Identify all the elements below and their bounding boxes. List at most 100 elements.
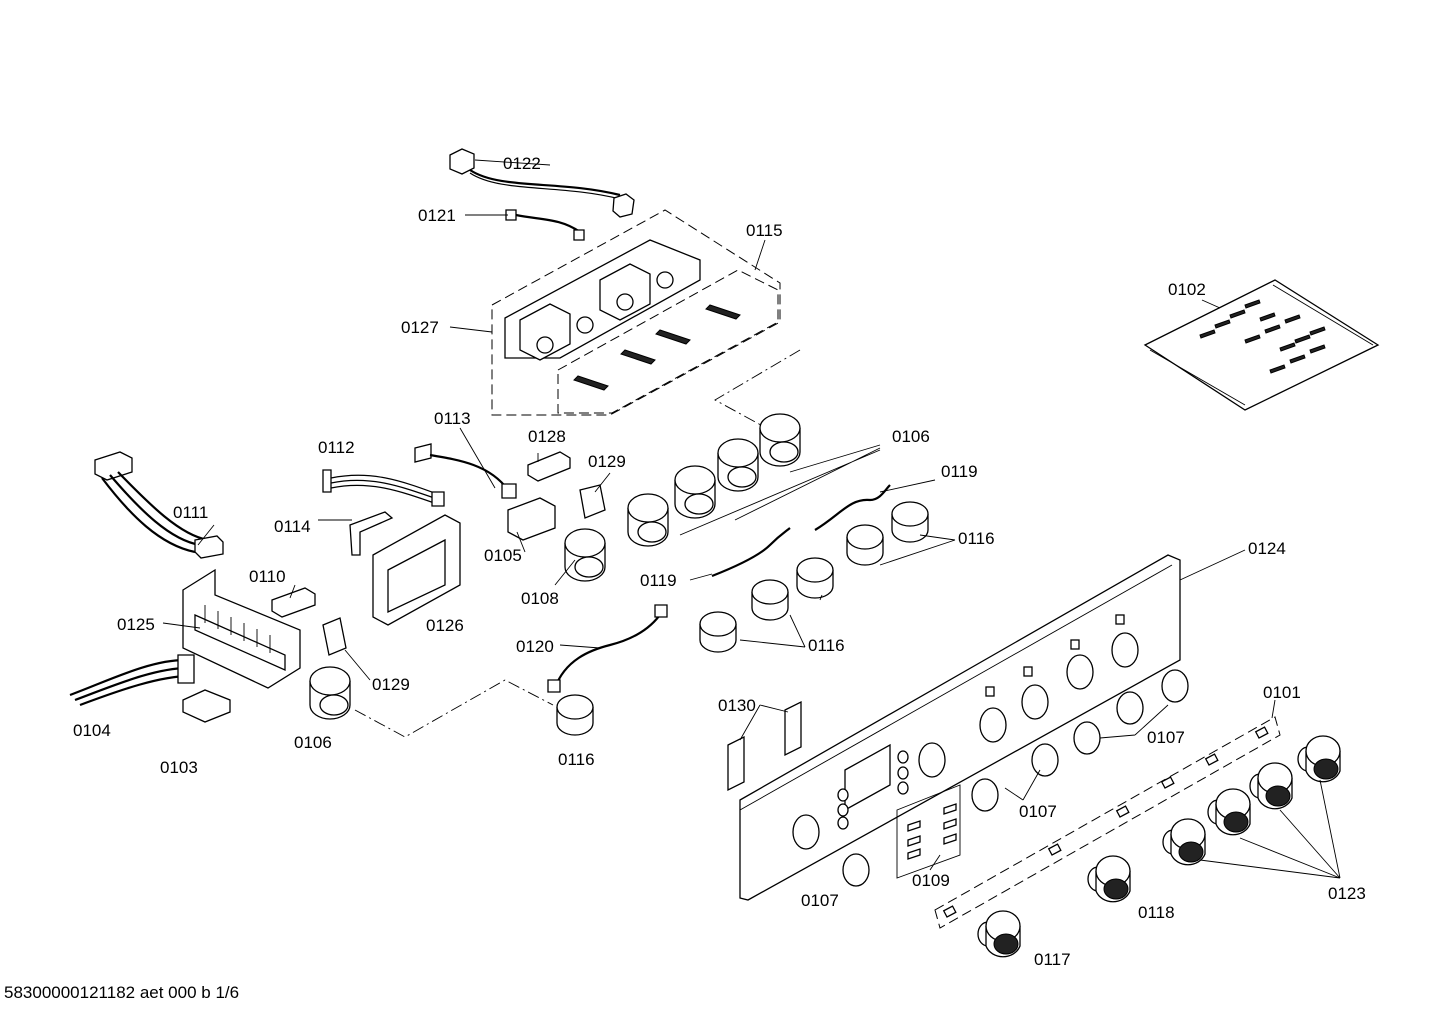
label-0117: 0117 <box>1034 950 1071 969</box>
cable-0119-top <box>814 484 891 531</box>
screw <box>907 820 921 832</box>
label-0116-mid: 0116 <box>808 636 845 655</box>
label-0108: 0108 <box>521 589 559 608</box>
label-0110: 0110 <box>249 567 286 586</box>
screw <box>907 848 921 860</box>
holder-rim <box>564 528 606 558</box>
label-0105: 0105 <box>484 546 522 565</box>
strip-slot <box>1115 805 1130 818</box>
panel-hole <box>1066 654 1094 690</box>
knob-grip <box>1223 811 1249 833</box>
bag-screw <box>1289 354 1306 364</box>
holder-opening <box>769 441 799 463</box>
screw-set-0109 <box>896 784 961 879</box>
clip-0128 <box>527 451 571 482</box>
strip-slot <box>1204 753 1219 766</box>
bag-screw <box>1199 329 1216 339</box>
cable-0121 <box>505 209 585 241</box>
label-0107-left: 0107 <box>801 891 839 910</box>
bag-screw <box>1264 324 1281 334</box>
label-0122: 0122 <box>503 154 541 173</box>
label-0101: 0101 <box>1263 683 1301 702</box>
label-0104: 0104 <box>73 721 111 740</box>
strip-slot <box>942 905 957 918</box>
button-hole <box>897 750 909 764</box>
label-0107-right: 0107 <box>1147 728 1185 747</box>
label-0127: 0127 <box>401 318 439 337</box>
control-panel-0124 <box>739 554 1181 901</box>
leader-lines <box>162 159 1341 879</box>
strip-slot <box>1254 726 1269 739</box>
label-0107-mid: 0107 <box>1019 802 1057 821</box>
holder-opening <box>727 466 757 488</box>
panel-hole <box>1111 632 1139 668</box>
bag-screw <box>1284 314 1301 324</box>
holder-opening <box>319 694 349 716</box>
control-module-0127 <box>491 209 781 416</box>
indicator-window <box>985 686 995 697</box>
label-0116-right: 0116 <box>958 529 995 548</box>
label-0126: 0126 <box>426 616 464 635</box>
label-0118: 0118 <box>1138 903 1175 922</box>
cable-0113 <box>414 443 517 499</box>
knob-grip <box>1178 841 1204 863</box>
button-hole <box>837 816 849 830</box>
label-0112: 0112 <box>318 438 355 457</box>
circuit-board-0126 <box>372 514 461 626</box>
shaft-end <box>556 694 594 720</box>
holder-rim <box>309 666 351 696</box>
accessory-bag-0102 <box>1143 279 1380 411</box>
bag-screw <box>1309 326 1326 336</box>
panel-hole <box>918 742 946 778</box>
label-0116-bottom: 0116 <box>558 750 595 769</box>
bag-screw <box>1244 334 1261 344</box>
connector-dash-line-lower <box>354 679 554 738</box>
wire-harness-0111 <box>94 451 224 559</box>
bag-screw <box>1309 344 1326 354</box>
label-0120: 0120 <box>516 637 554 656</box>
indicator-window <box>1115 614 1125 625</box>
control-knobs <box>977 735 1341 958</box>
button-hole <box>837 803 849 817</box>
spacers-0130 <box>727 700 802 792</box>
shaft-end <box>846 524 884 550</box>
bag-screw <box>1214 319 1231 329</box>
bag-screw <box>1279 342 1296 352</box>
bag-screw <box>1294 334 1311 344</box>
button-hole <box>897 781 909 795</box>
trim-ring <box>1073 721 1101 755</box>
screw <box>943 818 957 830</box>
bracket-0129-top <box>579 484 606 519</box>
label-0130: 0130 <box>718 696 756 715</box>
knob-grip <box>1265 785 1291 807</box>
trim-ring <box>842 853 870 887</box>
indicator-window <box>1070 639 1080 650</box>
document-footer: 58300000121182 aet 000 b 1/6 <box>4 983 239 1002</box>
label-0114: 0114 <box>274 517 311 536</box>
knob-grip <box>1103 878 1129 900</box>
label-0124: 0124 <box>1248 539 1286 558</box>
cable-0122 <box>449 148 635 218</box>
holder-rim <box>674 465 716 495</box>
panel-hole <box>979 707 1007 743</box>
bracket-0129-left <box>322 617 347 656</box>
bag-screw <box>1229 309 1246 319</box>
holder-rim <box>759 413 801 443</box>
label-0121: 0121 <box>418 206 456 225</box>
panel-hole <box>792 814 820 850</box>
button-hole <box>897 766 909 780</box>
holder-opening <box>574 556 604 578</box>
label-0129-bottom: 0129 <box>372 675 410 694</box>
relay-board-0125 <box>182 568 301 689</box>
shaft-end <box>891 501 929 527</box>
shaft-end <box>699 611 737 637</box>
label-0129-top: 0129 <box>588 452 626 471</box>
label-0106-top: 0106 <box>892 427 930 446</box>
screw <box>943 833 957 845</box>
connector-dash-line <box>714 349 801 431</box>
panel-holes <box>792 614 1139 850</box>
holder-rim <box>717 438 759 468</box>
screw <box>943 803 957 815</box>
ribbon-cable-0112 <box>322 469 445 507</box>
